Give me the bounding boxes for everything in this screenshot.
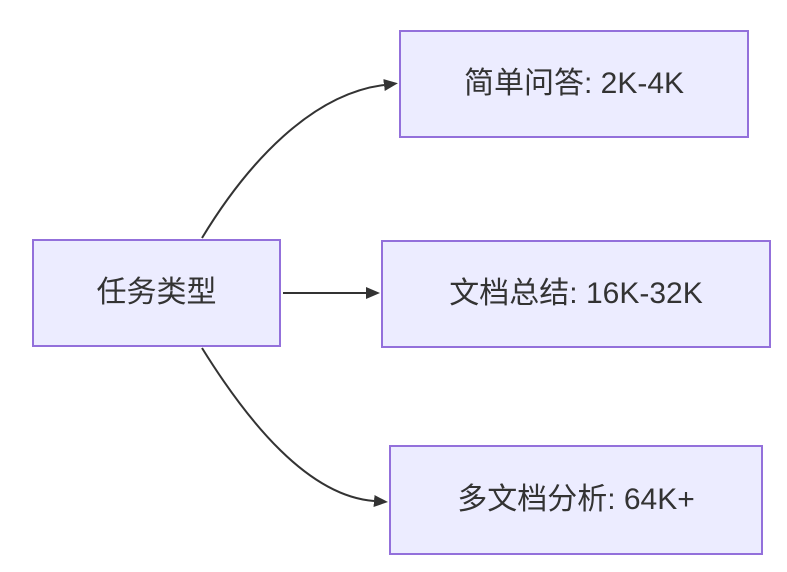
node-simple-qa: 简单问答: 2K-4K	[399, 30, 749, 138]
edge-root-to-multidoc-analysis	[201, 347, 388, 507]
node-doc-summary: 文档总结: 16K-32K	[381, 240, 771, 348]
node-multidoc-analysis: 多文档分析: 64K+	[389, 445, 763, 555]
node-task-type: 任务类型	[32, 239, 281, 347]
edge-root-to-simple-qa	[201, 79, 398, 239]
